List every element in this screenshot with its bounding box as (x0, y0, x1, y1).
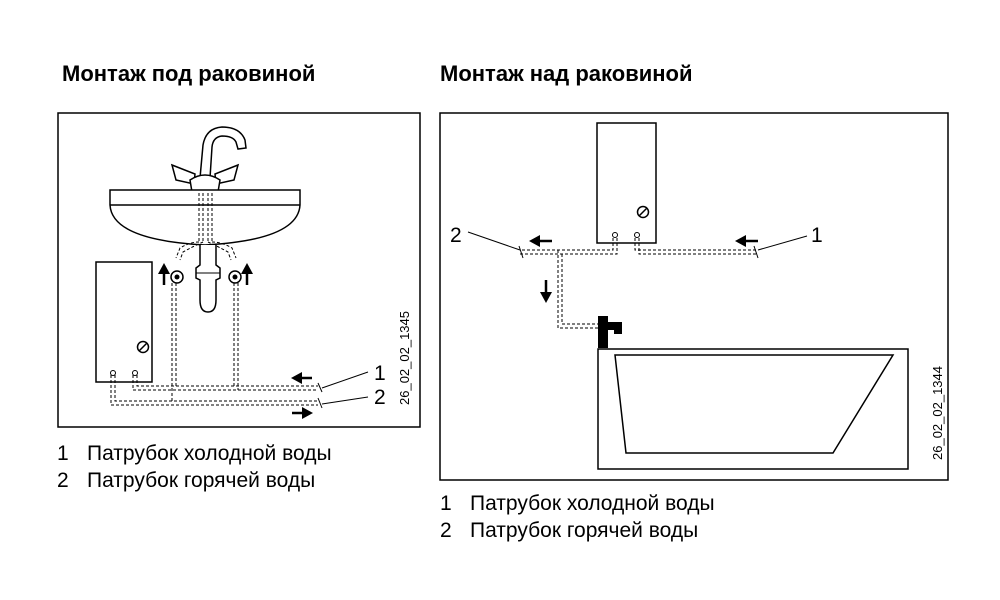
left-figure-code: 26_02_02_1345 (397, 311, 412, 405)
left-callout-2: 2 (374, 386, 386, 409)
legend-number: 2 (57, 469, 69, 492)
left-panel-frame (57, 112, 421, 428)
left-connection-pipes (110, 283, 318, 406)
legend-number: 1 (57, 442, 69, 465)
bathtub (597, 348, 909, 470)
bathtub-faucet (598, 316, 622, 348)
flow-arrow-icon (241, 263, 253, 285)
legend-item: 1 Патрубок холодной воды (57, 440, 332, 467)
right-panel-frame (439, 112, 949, 481)
left-panel-title: Монтаж под раковиной (62, 61, 316, 86)
faucet-supply-pipes (175, 193, 237, 261)
left-callout-1: 1 (374, 362, 386, 385)
flow-arrow-icon (735, 235, 758, 247)
legend-text: Патрубок холодной воды (470, 492, 715, 515)
sink-drain-trap (195, 245, 221, 313)
left-legend: 1 Патрубок холодной воды 2 Патрубок горяче… (57, 440, 332, 494)
flow-arrow-icon (158, 263, 170, 285)
water-heater-over-sink (596, 122, 657, 244)
water-heater-under-sink (95, 261, 153, 383)
legend-number: 2 (440, 519, 452, 542)
sink-basin (109, 189, 301, 246)
adjustment-knob-icon (636, 205, 650, 219)
legend-item: 1 Патрубок холодной воды (440, 490, 715, 517)
adjustment-knob-icon (136, 340, 150, 354)
left-panel-diagram: 1 2 26_02_02_1345 (57, 112, 421, 428)
legend-item: 2 Патрубок горячей воды (440, 517, 715, 544)
legend-number: 1 (440, 492, 452, 515)
flow-arrow-icon (529, 235, 552, 247)
right-figure-code: 26_02_02_1344 (930, 366, 945, 460)
right-legend: 1 Патрубок холодной воды 2 Патрубок горяче… (440, 490, 715, 544)
right-callout-1: 1 (811, 224, 823, 247)
legend-text: Патрубок холодной воды (87, 442, 332, 465)
right-connection-pipes (520, 238, 756, 329)
bathtub-inner (614, 354, 895, 454)
right-callout-2: 2 (450, 224, 462, 247)
flow-arrow-icon (540, 280, 552, 303)
flow-arrow-icon (291, 372, 312, 384)
flow-arrow-icon (292, 407, 313, 419)
right-panel-title: Монтаж над раковиной (440, 61, 693, 86)
legend-text: Патрубок горячей воды (87, 469, 316, 492)
faucet-spout (199, 126, 247, 179)
right-panel-diagram: 2 1 26_02_02_1344 (439, 112, 949, 481)
legend-text: Патрубок горячей воды (470, 519, 699, 542)
legend-item: 2 Патрубок горячей воды (57, 467, 332, 494)
